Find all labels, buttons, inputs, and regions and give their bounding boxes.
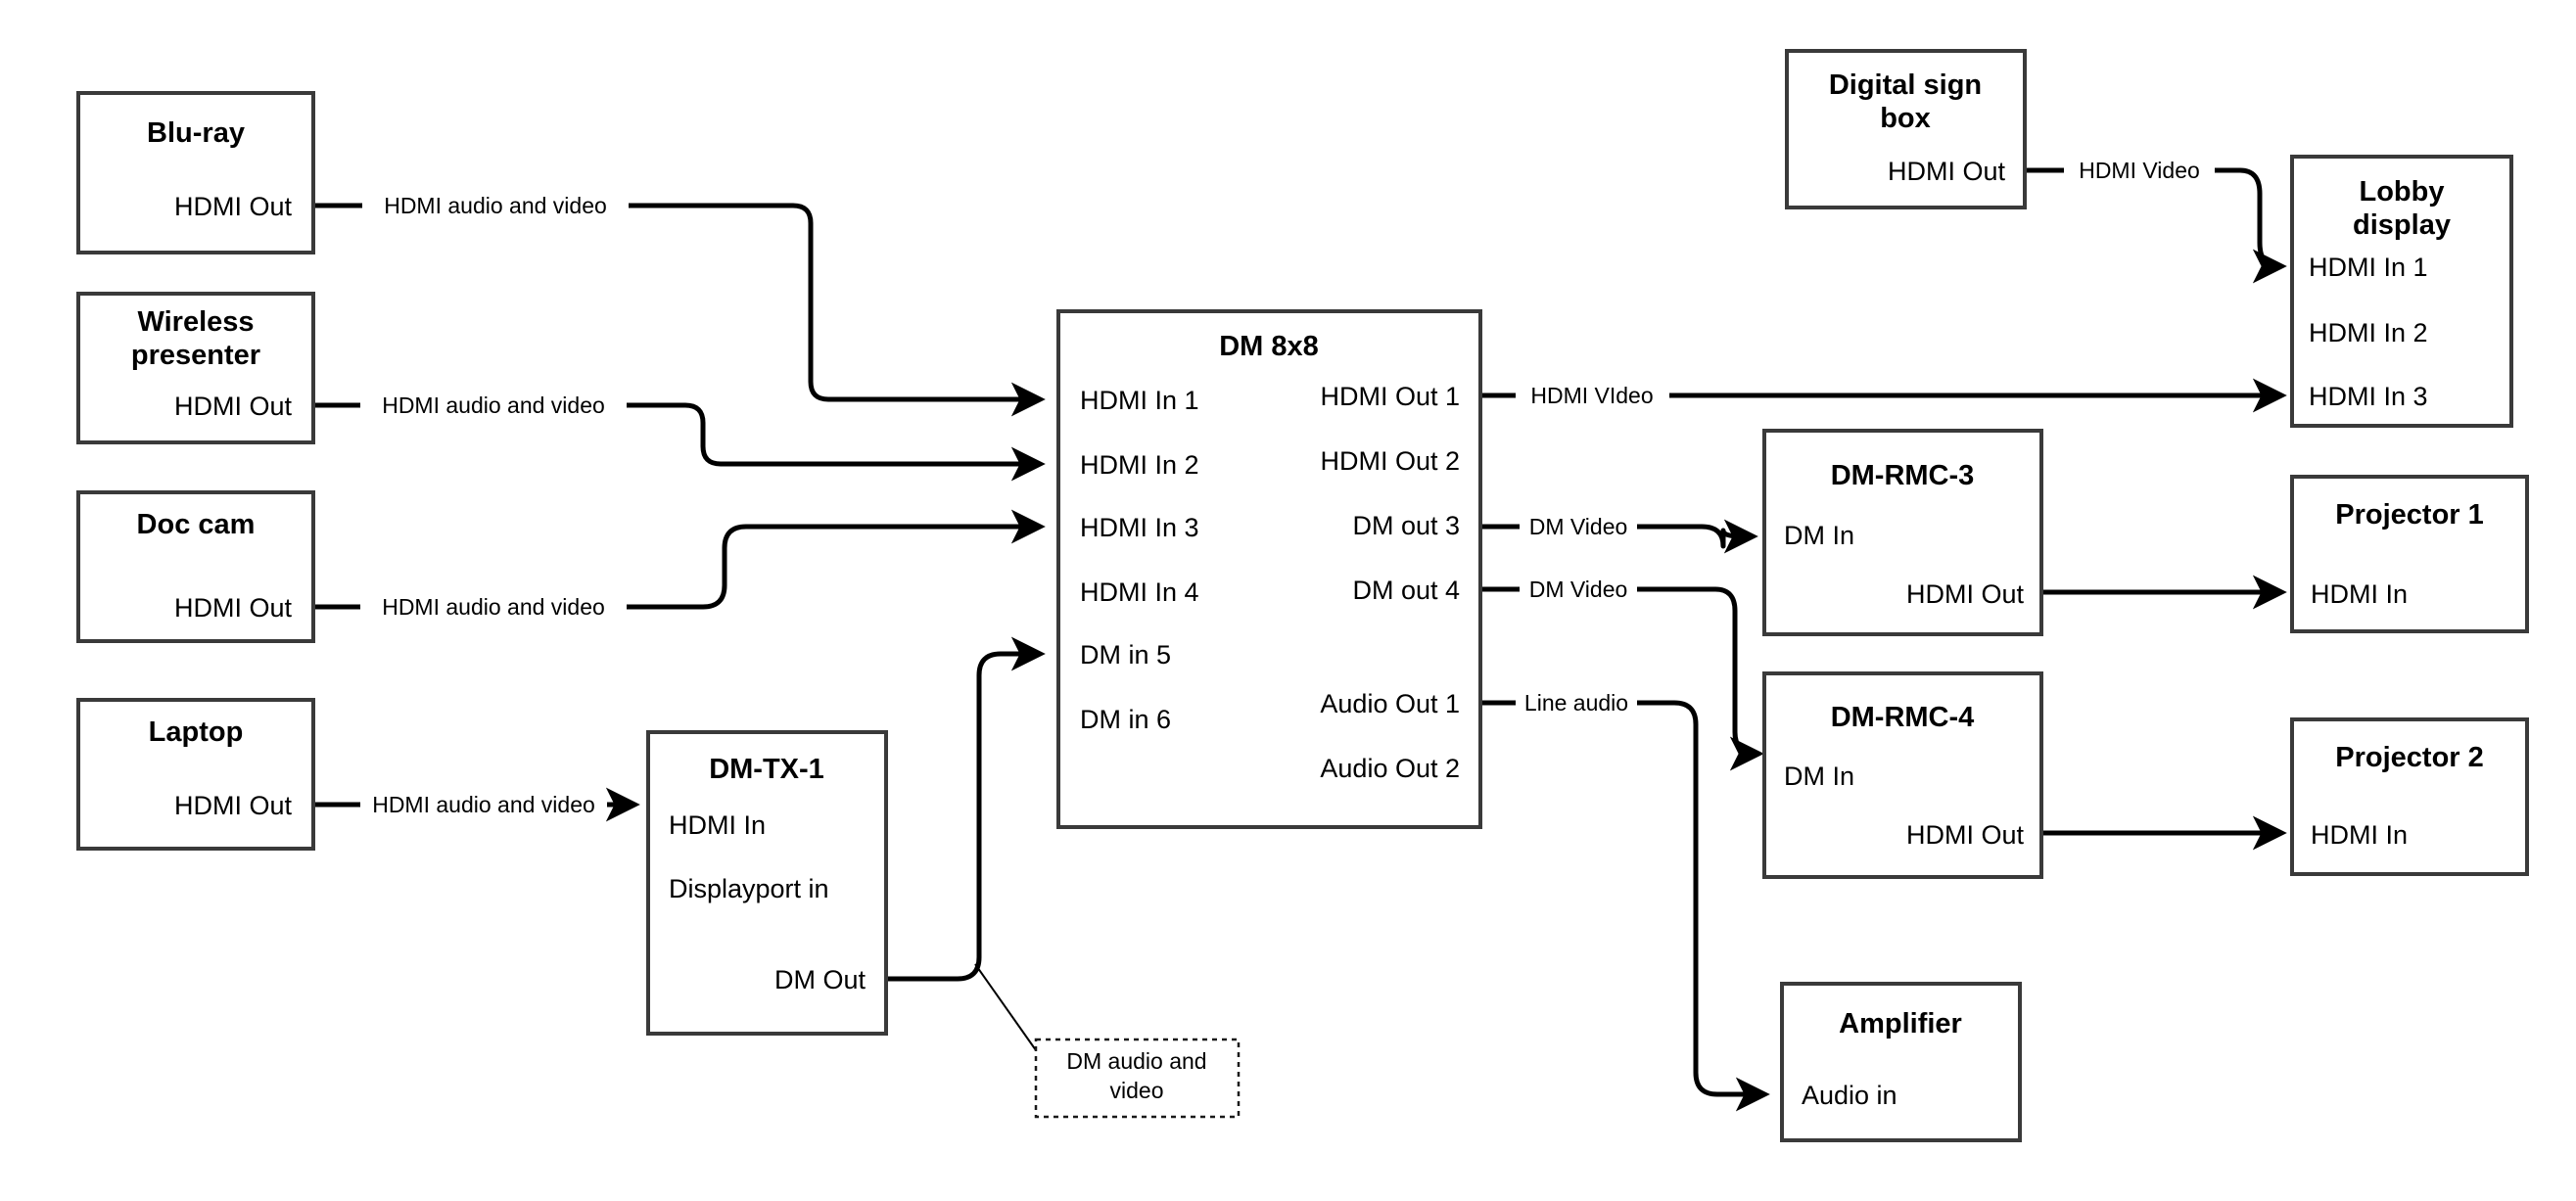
node-dm-rmc-3[interactable]: DM-RMC-3 DM In HDMI Out (1762, 429, 2043, 636)
node-laptop[interactable]: Laptop HDMI Out (76, 698, 315, 851)
dm-rmc-4-port-dm-in: DM In (1784, 762, 1854, 791)
link-wireless-to-dm8x8 (313, 402, 1040, 464)
dm-8x8-output-hdmi-out-2: HDMI Out 2 (1320, 446, 1460, 476)
dm-8x8-output-hdmi-out-1: HDMI Out 1 (1320, 382, 1460, 411)
bluray-port-hdmi-out: HDMI Out (174, 192, 293, 221)
link-dmtx1-to-dm8x8 (886, 636, 1046, 982)
lobby-display-title-line2: display (2353, 209, 2451, 241)
doc-cam-title: Doc cam (137, 509, 256, 540)
note-leader-line (974, 963, 1037, 1051)
dm-8x8-output-dm-out-3: DM out 3 (1352, 511, 1460, 540)
node-dm-rmc-4[interactable]: DM-RMC-4 DM In HDMI Out (1762, 671, 2043, 879)
dm-rmc-3-title: DM-RMC-3 (1831, 460, 1975, 491)
digital-sign-box-rect (1785, 49, 2027, 209)
link-doccam-to-dm8x8 (313, 527, 1040, 610)
lobby-display-input-hdmi-in-1: HDMI In 1 (2309, 253, 2428, 282)
projector-2-port-hdmi-in: HDMI In (2311, 820, 2408, 850)
dm-rmc-4-port-hdmi-out: HDMI Out (1906, 820, 2025, 850)
projector-2-box (2290, 717, 2529, 876)
node-digital-sign-box[interactable]: Digital sign box HDMI Out (1785, 49, 2027, 209)
wireless-presenter-port-hdmi-out: HDMI Out (174, 392, 293, 421)
dm-8x8-output-dm-out-4: DM out 4 (1352, 576, 1460, 605)
amplifier-title: Amplifier (1839, 1008, 1962, 1039)
dm-8x8-input-hdmi-in-3: HDMI In 3 (1080, 513, 1199, 542)
dm-rmc-4-box (1762, 671, 2043, 879)
digital-sign-box-title-line2: box (1880, 103, 1931, 134)
amplifier-box (1780, 982, 2022, 1142)
note-dm-audio-and-video-line1: DM audio and (1066, 1048, 1206, 1074)
edge-label-dm8x8-to-rmc3: DM Video (1529, 514, 1628, 539)
node-wireless-presenter[interactable]: Wireless presenter HDMI Out (76, 292, 315, 444)
digital-sign-box-title-line1: Digital sign (1829, 69, 1982, 101)
dm-tx-1-port-dm-out: DM Out (774, 965, 866, 994)
node-doc-cam[interactable]: Doc cam HDMI Out (76, 490, 315, 643)
edge-label-wireless-to-dm8x8: HDMI audio and video (382, 393, 605, 418)
link-dm8x8-to-rmc4 (1480, 586, 1758, 754)
projector-1-title: Projector 1 (2335, 499, 2484, 531)
digital-sign-box-port-hdmi-out: HDMI Out (1888, 157, 2006, 186)
note-dm-audio-and-video-line2: video (1110, 1078, 1164, 1103)
dm-rmc-4-title: DM-RMC-4 (1831, 702, 1975, 733)
projector-1-box (2290, 475, 2529, 633)
lobby-display-input-hdmi-in-3: HDMI In 3 (2309, 382, 2428, 411)
dm-rmc-3-port-hdmi-out: HDMI Out (1906, 579, 2025, 609)
lobby-display-box (2290, 155, 2513, 428)
edge-labels: HDMI audio and video HDMI audio and vide… (372, 158, 2200, 817)
edge-label-dm8x8-to-amplifier: Line audio (1524, 690, 1628, 716)
link-digitalsign-to-lobby (2025, 167, 2281, 266)
node-lobby-display[interactable]: Lobby display HDMI In 1 HDMI In 2 HDMI I… (2290, 155, 2513, 428)
laptop-box (76, 698, 315, 851)
node-dm-tx-1[interactable]: DM-TX-1 HDMI In Displayport in DM Out (646, 730, 888, 1036)
dm-8x8-output-audio-out-2: Audio Out 2 (1320, 754, 1460, 783)
wireless-presenter-title-line1: Wireless (137, 306, 254, 338)
edge-label-laptop-to-dmtx1: HDMI audio and video (372, 792, 595, 817)
dm-tx-1-port-hdmi-in: HDMI In (669, 810, 766, 840)
dm-8x8-output-audio-out-1: Audio Out 1 (1320, 689, 1460, 718)
link-dm8x8-to-rmc3 (1480, 527, 1753, 546)
amplifier-port-audio-in: Audio in (1802, 1081, 1897, 1110)
edge-label-dm8x8-to-lobby: HDMI VIdeo (1530, 383, 1653, 408)
dm-tx-1-box (646, 730, 888, 1036)
doc-cam-port-hdmi-out: HDMI Out (174, 593, 293, 623)
dm-8x8-input-hdmi-in-2: HDMI In 2 (1080, 450, 1199, 480)
dm-8x8-input-hdmi-in-4: HDMI In 4 (1080, 577, 1199, 607)
node-projector-2[interactable]: Projector 2 HDMI In (2290, 717, 2529, 876)
node-dm-8x8[interactable]: DM 8x8 HDMI In 1 HDMI In 2 HDMI In 3 HDM… (1056, 309, 1482, 829)
wireless-presenter-title-line2: presenter (131, 340, 260, 371)
link-bluray-to-dm8x8 (313, 203, 1040, 399)
node-amplifier[interactable]: Amplifier Audio in (1780, 982, 2022, 1142)
edge-label-dm8x8-to-rmc4: DM Video (1529, 577, 1628, 602)
bluray-box (76, 91, 315, 254)
dm-8x8-box (1056, 309, 1482, 829)
dm-8x8-input-dm-in-6: DM in 6 (1080, 705, 1171, 734)
dm-8x8-title: DM 8x8 (1219, 331, 1319, 362)
lobby-display-input-hdmi-in-2: HDMI In 2 (2309, 318, 2428, 347)
edge-label-doccam-to-dm8x8: HDMI audio and video (382, 594, 605, 620)
doc-cam-box (76, 490, 315, 643)
dm-8x8-input-dm-in-5: DM in 5 (1080, 640, 1171, 670)
projector-1-port-hdmi-in: HDMI In (2311, 579, 2408, 609)
edge-label-digitalsign-to-lobby: HDMI Video (2079, 158, 2200, 183)
dm-8x8-input-hdmi-in-1: HDMI In 1 (1080, 386, 1199, 415)
dm-tx-1-port-displayport-in: Displayport in (669, 874, 829, 903)
note-dm-audio-and-video-box (1034, 1038, 1241, 1119)
lobby-display-title-line1: Lobby (2360, 176, 2445, 208)
dm-tx-1-title: DM-TX-1 (709, 754, 824, 785)
link-dm8x8-to-amplifier (1480, 700, 1764, 1094)
laptop-title: Laptop (149, 716, 244, 748)
laptop-port-hdmi-out: HDMI Out (174, 791, 293, 820)
projector-2-title: Projector 2 (2335, 742, 2484, 773)
note-dm-audio-and-video: DM audio and video (1034, 1038, 1241, 1119)
node-bluray[interactable]: Blu-ray HDMI Out (76, 91, 315, 254)
node-projector-1[interactable]: Projector 1 HDMI In (2290, 475, 2529, 633)
dm-rmc-3-box (1762, 429, 2043, 636)
wireless-presenter-box (76, 292, 315, 444)
edge-label-bluray-to-dm8x8: HDMI audio and video (384, 193, 607, 218)
dm-rmc-3-port-dm-in: DM In (1784, 521, 1854, 550)
bluray-title: Blu-ray (147, 117, 245, 149)
